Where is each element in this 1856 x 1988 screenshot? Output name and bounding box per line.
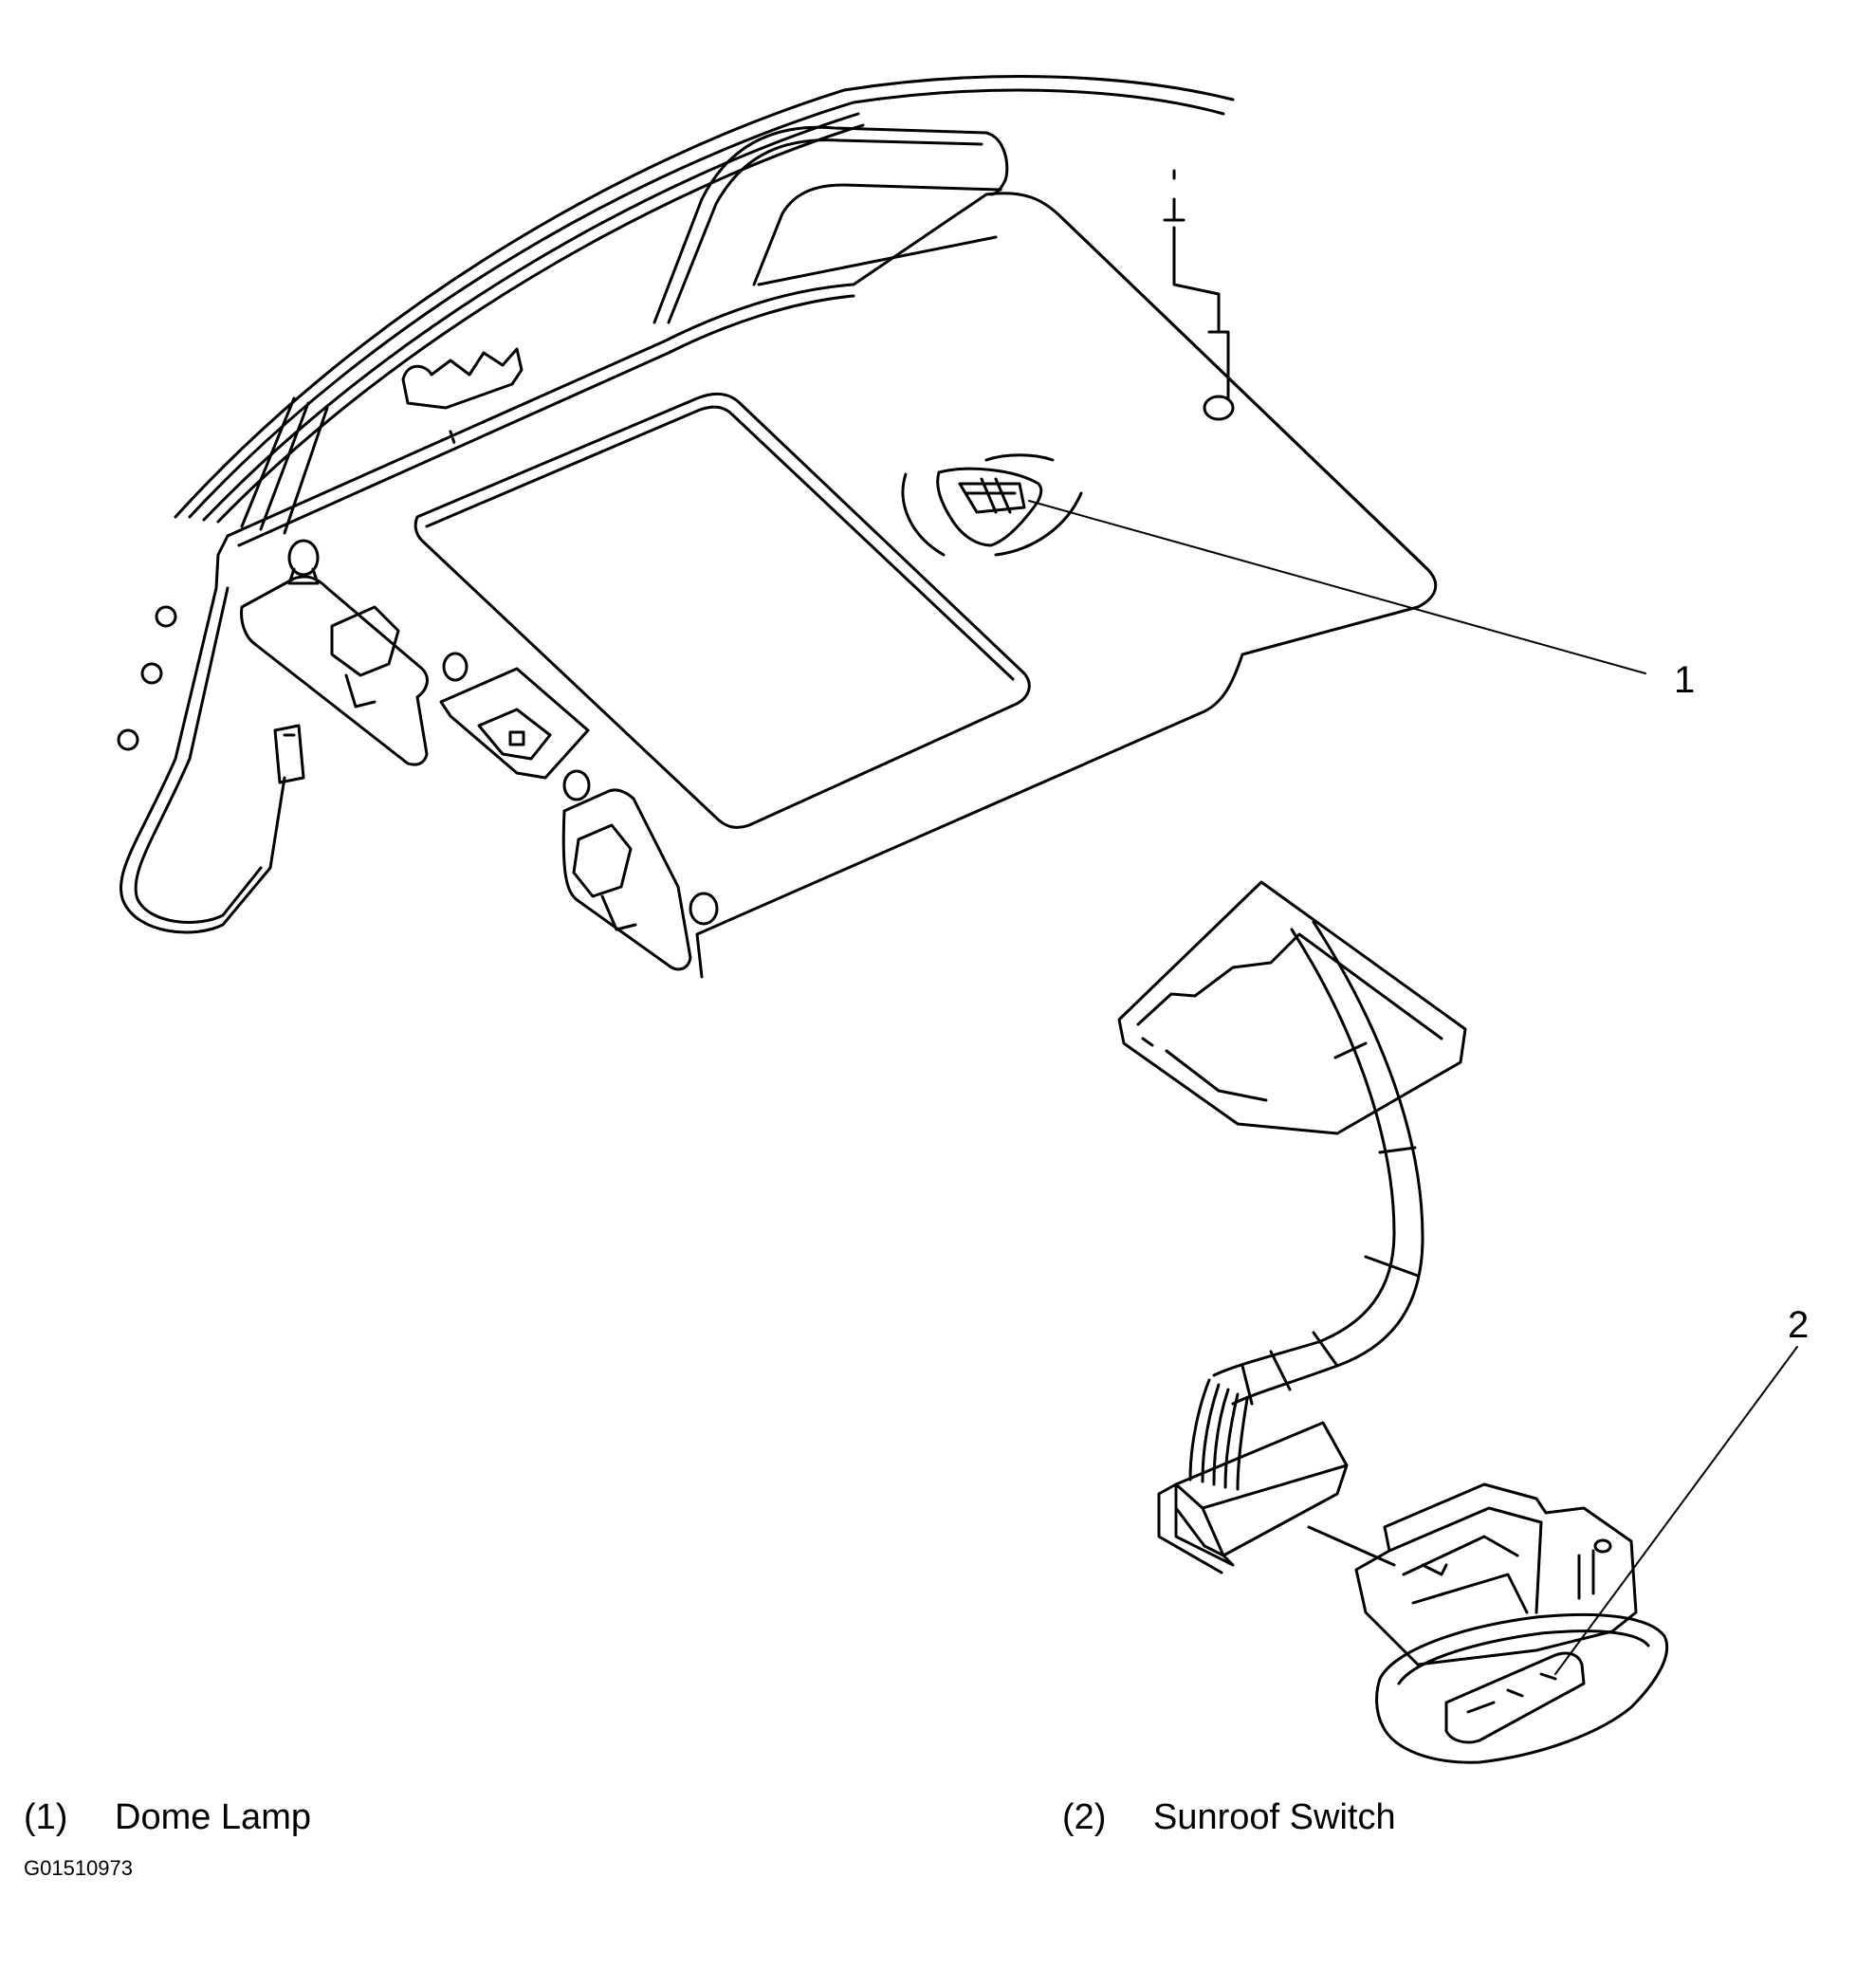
console-bracket bbox=[1119, 882, 1465, 1133]
connection-line bbox=[1309, 1527, 1394, 1565]
leader-line-2 bbox=[1555, 1347, 1797, 1674]
legend-item-sunroof-switch: (2) Sunroof Switch bbox=[1062, 1797, 1396, 1838]
callout-2: 2 bbox=[1788, 1304, 1810, 1346]
legend-item-dome-lamp: (1) Dome Lamp bbox=[24, 1797, 311, 1838]
sunroof-harness-tube bbox=[1214, 922, 1423, 1404]
sunroof-opening bbox=[415, 394, 1029, 827]
connector bbox=[1159, 1423, 1347, 1573]
door-opening bbox=[654, 127, 1007, 322]
left-visor-bracket bbox=[242, 541, 428, 764]
screw-fastener-icon bbox=[1165, 171, 1233, 419]
legend-label: Sunroof Switch bbox=[1153, 1797, 1396, 1837]
left-wiring-harness bbox=[119, 588, 303, 932]
leader-line-1 bbox=[1029, 501, 1645, 673]
legend-number: (1) bbox=[24, 1797, 68, 1837]
dome-lamp-icon bbox=[903, 455, 1081, 555]
figure-code: G01510973 bbox=[24, 1856, 133, 1880]
headliner-diagram bbox=[0, 0, 1856, 1802]
headliner-panel bbox=[216, 193, 1436, 977]
center-bracket bbox=[441, 653, 588, 778]
callout-1: 1 bbox=[1674, 659, 1696, 701]
sunroof-switch bbox=[1356, 1484, 1667, 1762]
roof-outline bbox=[175, 77, 1233, 533]
wire-bundle bbox=[1190, 1380, 1247, 1489]
legend-label: Dome Lamp bbox=[115, 1797, 311, 1837]
legend-number: (2) bbox=[1062, 1797, 1107, 1837]
dash-mark bbox=[450, 432, 455, 446]
roof-clip-icon bbox=[403, 349, 522, 408]
right-visor-bracket bbox=[563, 771, 717, 969]
